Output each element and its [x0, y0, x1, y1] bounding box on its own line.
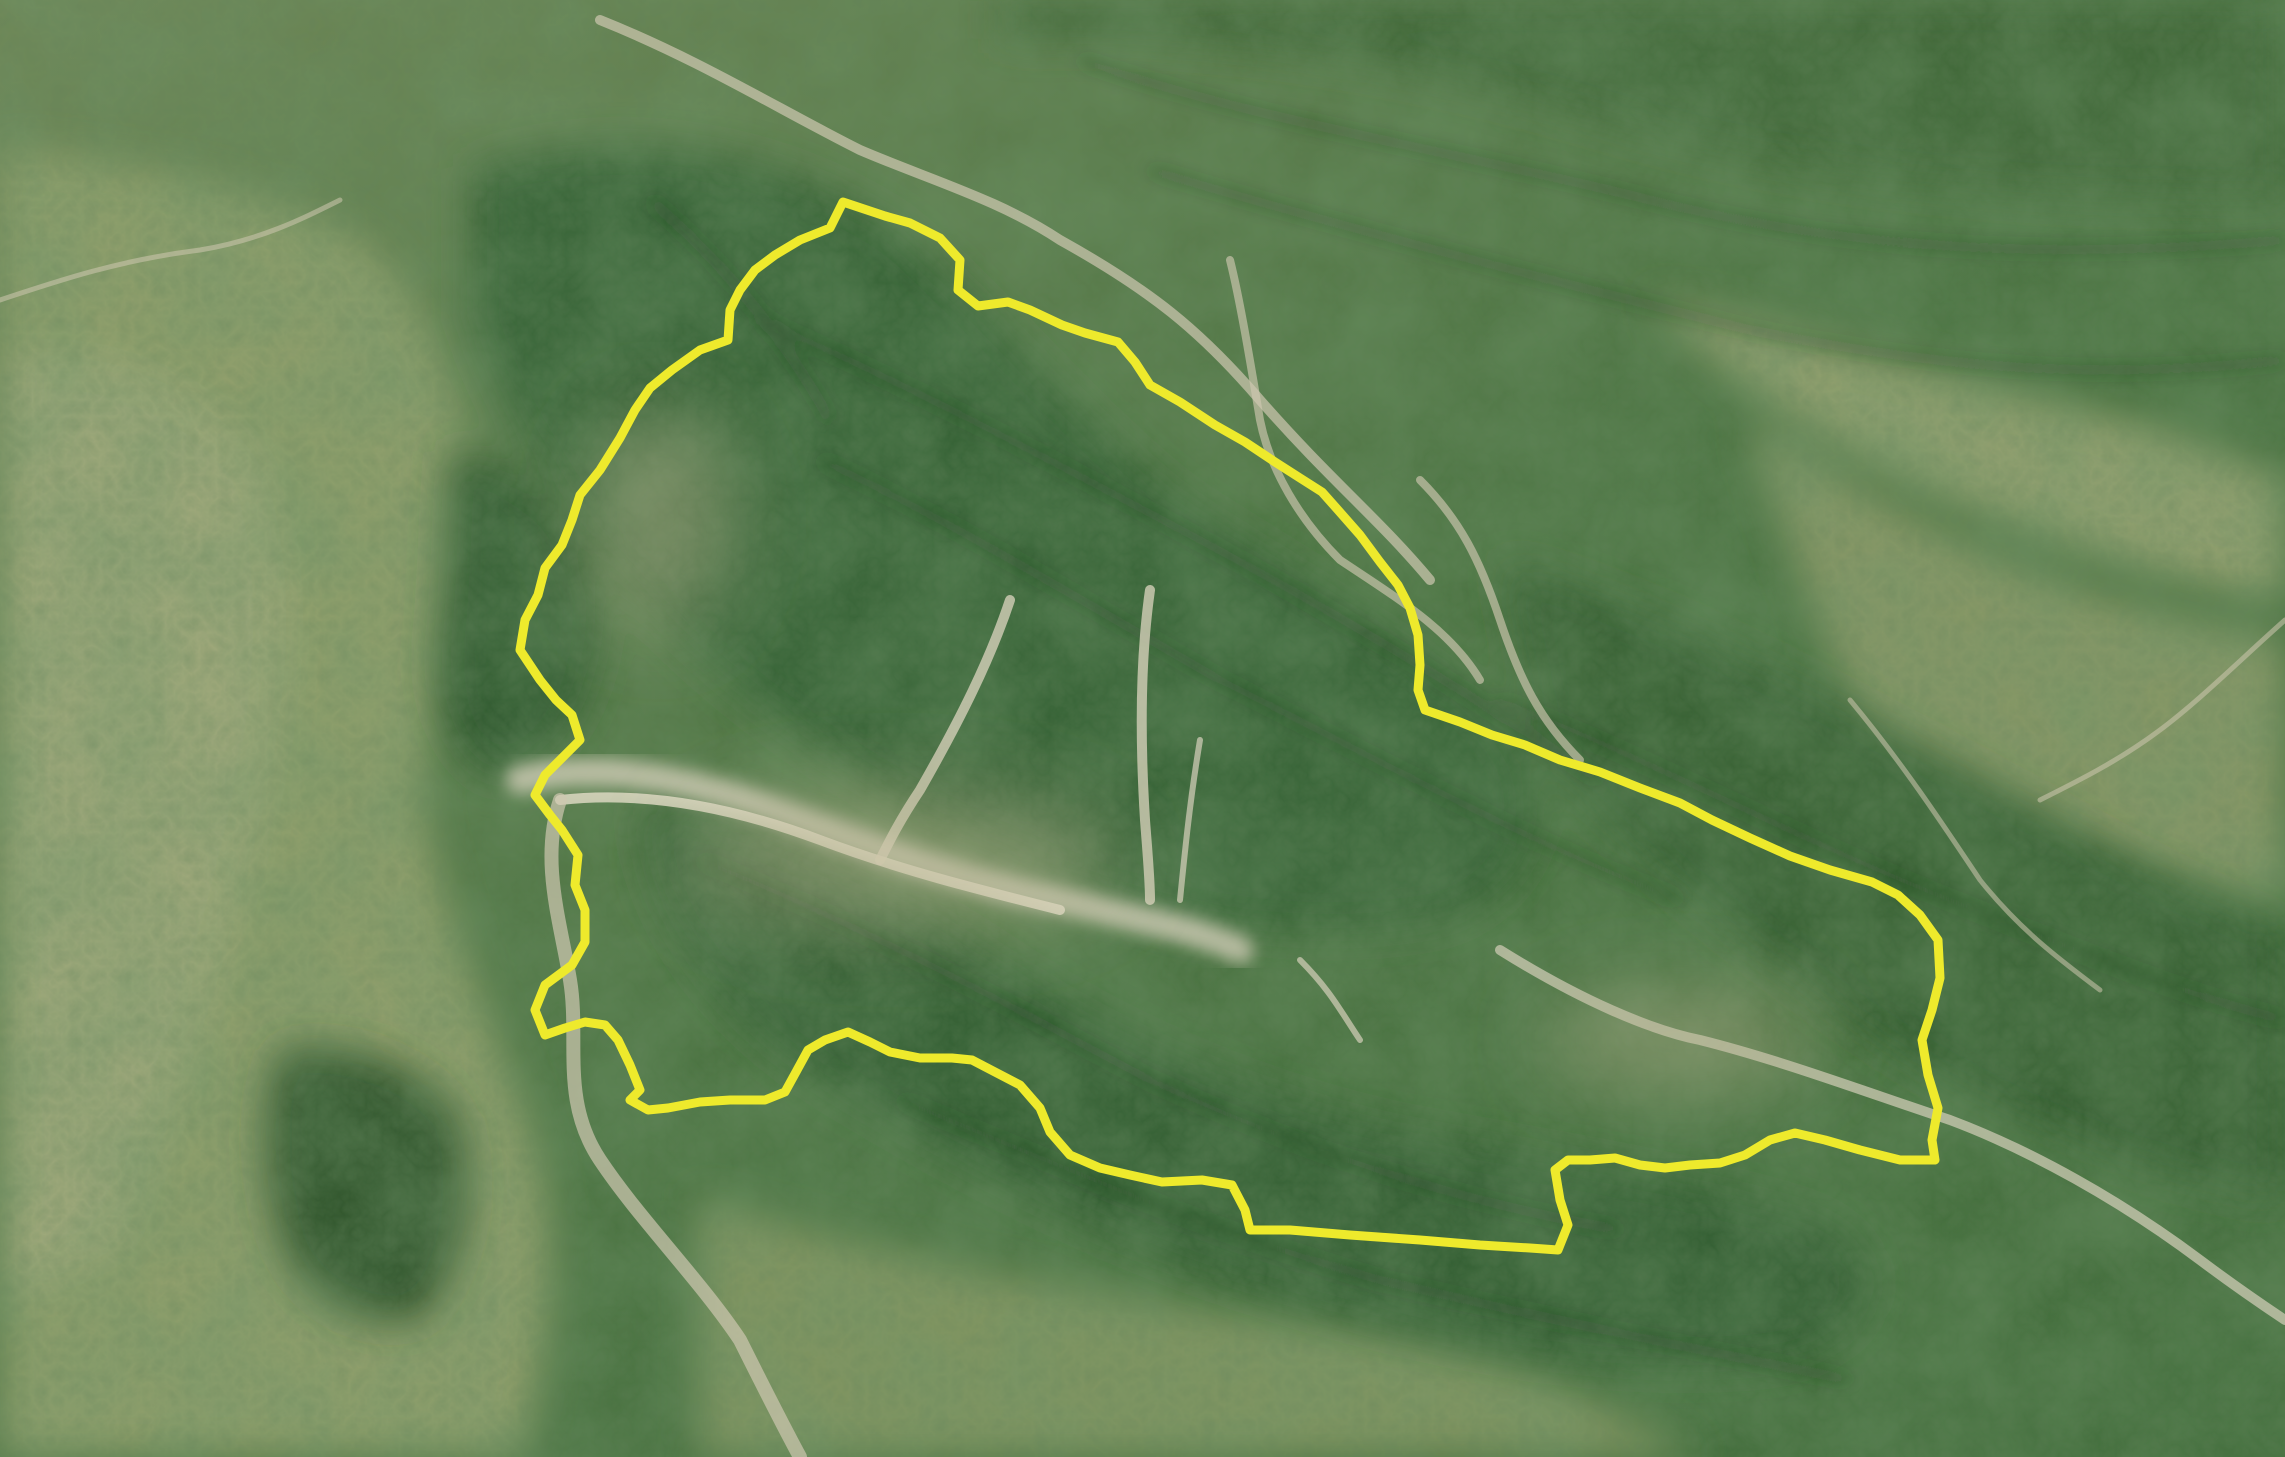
valley-highlights	[590, 410, 1820, 1090]
boundary-outline[interactable]	[515, 197, 1945, 1255]
